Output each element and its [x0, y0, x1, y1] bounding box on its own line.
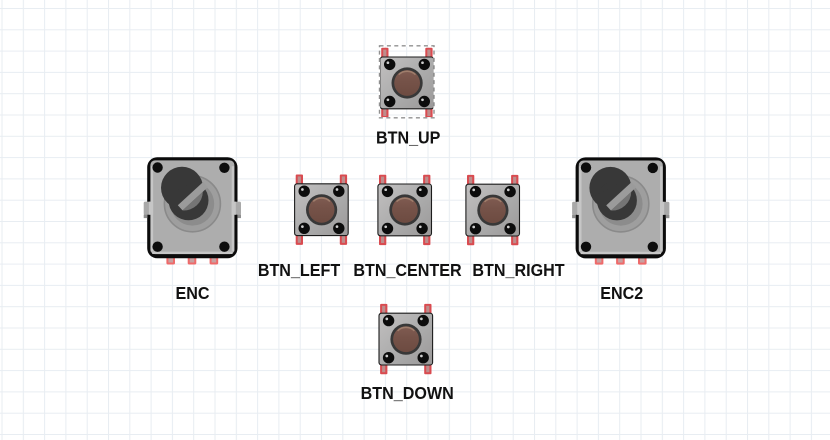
svg-text:ENC2: ENC2 — [600, 283, 643, 303]
svg-text:BTN_CENTER: BTN_CENTER — [353, 260, 461, 280]
svg-text:BTN_RIGHT: BTN_RIGHT — [472, 260, 565, 280]
svg-text:BTN_UP: BTN_UP — [376, 128, 440, 148]
svg-text:BTN_LEFT: BTN_LEFT — [258, 260, 341, 280]
svg-text:BTN_DOWN: BTN_DOWN — [361, 383, 454, 403]
svg-text:ENC: ENC — [175, 283, 209, 303]
